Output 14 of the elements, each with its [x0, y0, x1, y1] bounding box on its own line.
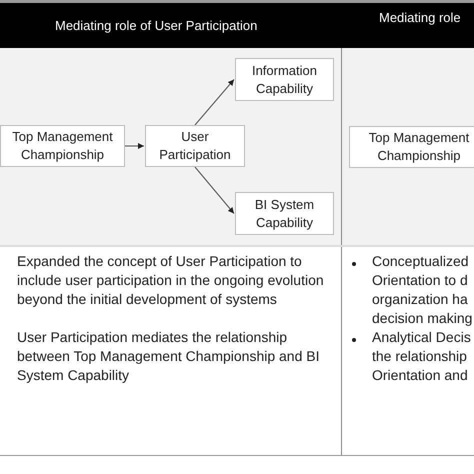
concept-box: User Participation [145, 125, 245, 167]
concept-box: Top Management Championship [349, 126, 474, 168]
description-text: User Participation mediates the relationship between Top Management Championship and BI System Capability [17, 328, 320, 385]
arrow [194, 79, 234, 126]
header-text: Mediating role [379, 10, 461, 25]
header-text: Mediating role of User Participation [55, 18, 258, 33]
description-text: Conceptualized Orientation to d organization ha decision making [372, 252, 474, 328]
concept-box: BI System Capability [235, 192, 334, 235]
concept-box: Top Management Championship [0, 125, 125, 167]
arrow [124, 143, 144, 149]
arrow [194, 166, 234, 214]
description-text: Expanded the concept of User Participation to include user participation in the ongoing evolution beyond the initial development of systems [17, 252, 325, 309]
description-text: Analytical Decis the relationship Orientation and [372, 328, 472, 385]
concept-box: Information Capability [235, 58, 334, 101]
